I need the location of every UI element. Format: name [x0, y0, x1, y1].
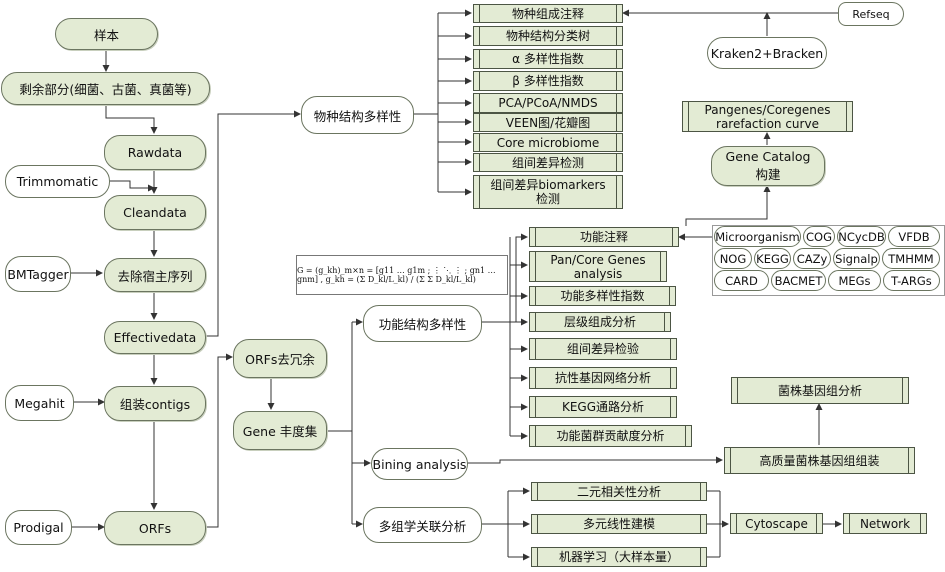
function-item: Pan/Core Genes analysis: [529, 251, 667, 282]
function-item: 层级组成分析: [529, 312, 671, 332]
megahit-label: Megahit: [14, 395, 65, 411]
abundance-formula: G = (g_kh)_m×n = [g11 … g1m ; ⋮ ⋱ ⋮ ; gn…: [296, 255, 508, 295]
assembly-node: 组装contigs: [104, 386, 206, 421]
cytoscape-label: Cytoscape: [745, 516, 808, 531]
strain-assembly-box: 高质量菌株基因组组装: [724, 447, 915, 474]
rawdata-node: Rawdata: [104, 135, 206, 170]
db-ncycdb: NCycDB: [837, 226, 886, 247]
function-item: 组间差异检验: [529, 338, 677, 360]
bmtagger-label: BMTagger: [7, 266, 69, 282]
multiomics-item: 机器学习（大样本量）: [531, 547, 707, 567]
db-kegg: KEGG: [754, 248, 791, 269]
sample-node: 样本: [55, 18, 158, 50]
megahit-tool: Megahit: [5, 385, 74, 421]
species-item: 组间差异检测: [473, 153, 623, 172]
refseq-label: Refseq: [852, 7, 890, 21]
db-cazy: CAZy: [793, 248, 831, 269]
orfs-dedup-label: ORFs去冗余: [245, 352, 315, 367]
species-item: 物种组成注释: [473, 4, 623, 23]
function-item: 功能多样性指数: [529, 286, 676, 306]
function-diversity-label: 功能结构多样性: [378, 317, 467, 332]
species-diversity-node: 物种结构多样性: [301, 96, 414, 134]
remaining-label: 剩余部分(细菌、古菌、真菌等): [19, 82, 192, 97]
kraken-tool: Kraken2+Bracken: [707, 37, 827, 69]
remove-host-node: 去除宿主序列: [104, 258, 206, 292]
effectivedata-label: Effectivedata: [113, 330, 197, 345]
multiomics-node: 多组学关联分析: [363, 507, 482, 543]
pangenes-box: Pangenes/Coregenes rarefaction curve: [682, 101, 853, 132]
db-signalp: Signalp: [833, 248, 880, 269]
species-item: PCA/PCoA/NMDS: [473, 93, 623, 113]
assembly-label: 组装contigs: [119, 397, 191, 412]
multiomics-label: 多组学关联分析: [378, 518, 467, 534]
orfs-dedup-node: ORFs去冗余: [233, 339, 327, 378]
prodigal-tool: Prodigal: [5, 510, 72, 545]
trimmomatic-label: Trimmomatic: [16, 174, 99, 189]
remove-host-label: 去除宿主序列: [117, 268, 193, 284]
db-cog: COG: [803, 226, 835, 247]
formula-text: G = (g_kh)_m×n = [g11 … g1m ; ⋮ ⋱ ⋮ ; gn…: [297, 266, 496, 284]
db-nog: NOG: [714, 248, 752, 269]
function-item: 功能注释: [529, 227, 679, 247]
db-tmhmm: TMHMM: [882, 248, 940, 269]
gene-abundance-node: Gene 丰度集: [233, 411, 327, 450]
binning-node: Bining analysis: [371, 448, 468, 480]
species-item: VEEN图/花瓣图: [473, 113, 623, 132]
kraken-label: Kraken2+Bracken: [710, 45, 824, 61]
species-item: 物种结构分类树: [473, 26, 623, 46]
function-item: KEGG通路分析: [529, 396, 677, 418]
binning-label: Bining analysis: [372, 456, 467, 472]
multiomics-item: 多元线性建模: [531, 514, 707, 534]
function-item: 抗性基因网络分析: [529, 367, 677, 389]
cleandata-node: Cleandata: [104, 195, 206, 230]
strain-assembly-label: 高质量菌株基因组组装: [759, 453, 880, 468]
orfs-node: ORFs: [104, 511, 206, 545]
strain-analysis-box: 菌株基因组分析: [731, 377, 909, 404]
species-diversity-label: 物种结构多样性: [313, 108, 402, 124]
sample-label: 样本: [93, 27, 119, 43]
db-card: CARD: [714, 270, 769, 291]
function-item: 功能菌群贡献度分析: [529, 425, 692, 447]
network-label: Network: [859, 516, 911, 531]
db-bacmet: BACMET: [771, 270, 826, 291]
gene-abundance-label: Gene 丰度集: [242, 424, 318, 439]
refseq-database: Refseq: [838, 2, 904, 26]
remaining-node: 剩余部分(细菌、古菌、真菌等): [1, 72, 210, 105]
db-megs: MEGs: [828, 270, 881, 291]
effectivedata-node: Effectivedata: [104, 321, 206, 354]
orfs-label: ORFs: [138, 520, 172, 536]
gene-catalog-node: Gene Catalog 构建: [711, 146, 825, 186]
species-item: β 多样性指数: [473, 71, 623, 91]
cytoscape-box: Cytoscape: [730, 513, 823, 534]
db-targs: T-ARGs: [883, 270, 940, 291]
strain-analysis-label: 菌株基因组分析: [777, 383, 862, 398]
network-box: Network: [843, 513, 927, 534]
rawdata-label: Rawdata: [127, 145, 183, 160]
multiomics-item: 二元相关性分析: [531, 482, 707, 501]
prodigal-label: Prodigal: [13, 520, 64, 535]
function-diversity-node: 功能结构多样性: [363, 305, 482, 342]
species-item: Core microbiome: [473, 133, 623, 152]
db-vfdb: VFDB: [888, 226, 940, 247]
pangenes-label: Pangenes/Coregenes rarefaction curve: [704, 102, 831, 131]
species-item: 组间差异biomarkers 检测: [473, 175, 623, 209]
db-microorganism: Microorganism: [714, 226, 801, 247]
trimmomatic-tool: Trimmomatic: [5, 165, 110, 198]
bmtagger-tool: BMTagger: [5, 256, 71, 292]
gene-catalog-label: Gene Catalog 构建: [725, 149, 811, 182]
cleandata-label: Cleandata: [123, 205, 187, 220]
species-item: α 多样性指数: [473, 49, 623, 69]
